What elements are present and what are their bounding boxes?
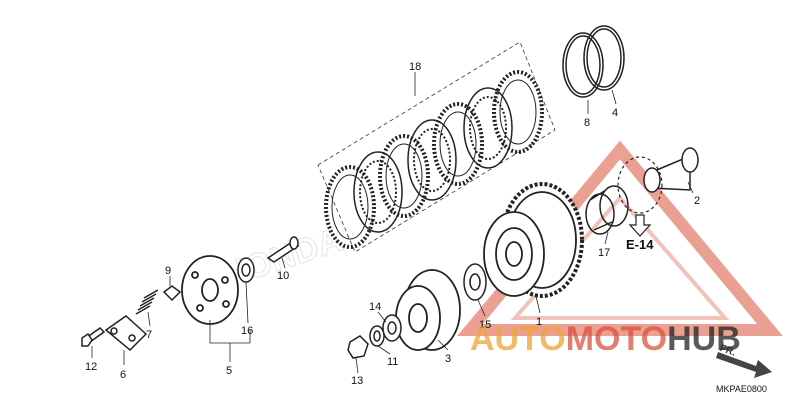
reference-indicator: [617, 156, 663, 237]
callout-7: 7: [146, 329, 152, 341]
callout-14: 14: [369, 301, 381, 313]
callout-10: 10: [277, 270, 289, 282]
needle-bearing: [585, 185, 629, 235]
callout-leaders: [91, 72, 694, 374]
callout-18: 18: [409, 61, 421, 73]
callout-labels: 18 8 4 2 17 1 15 3 14 11 13 10 16 5 7 9 …: [85, 61, 700, 387]
ring-parts: [562, 25, 625, 98]
callout-16: 16: [241, 325, 253, 337]
watermark-moto-part: MOTO: [566, 320, 667, 358]
washer-nut-stack: [347, 314, 402, 359]
callout-6: 6: [120, 369, 126, 381]
lifter-plate: [104, 315, 148, 352]
washer-15: [463, 263, 487, 301]
bolt-12: [81, 327, 106, 347]
callout-5: 5: [226, 365, 232, 377]
spring-7: [135, 289, 159, 315]
diagram-code: MKPAE0800: [716, 384, 767, 394]
callout-13: 13: [351, 375, 363, 387]
retainer-9: [162, 285, 182, 302]
pressure-plate: [181, 255, 239, 325]
clutch-center: [395, 269, 461, 351]
clutch-plate-set: [317, 41, 556, 253]
callout-3: 3: [445, 353, 451, 365]
callout-15: 15: [479, 319, 491, 331]
watermark-hub-part: HUB: [667, 320, 741, 358]
front-direction-arrow: FR.: [716, 343, 772, 378]
callout-11: 11: [387, 356, 398, 368]
callout-8: 8: [584, 117, 590, 129]
callout-9: 9: [165, 265, 171, 277]
callout-12: 12: [85, 361, 97, 373]
callout-4: 4: [612, 107, 618, 119]
lifter-rod: [266, 236, 300, 263]
clutch-outer: [483, 182, 584, 298]
callout-1: 1: [536, 316, 542, 328]
watermark-auto-part: AUTO: [470, 320, 566, 358]
bearing-16: [237, 257, 255, 283]
callout-17: 17: [598, 247, 610, 259]
direction-label: FR.: [718, 343, 737, 359]
collar-part: [643, 147, 699, 193]
automotohub-watermark: AUTOMOTOHUB: [470, 320, 741, 358]
callout-2: 2: [694, 195, 700, 207]
watermark-auto: AUTOMOTOHUB: [470, 320, 741, 358]
reference-label: E-14: [626, 237, 654, 252]
